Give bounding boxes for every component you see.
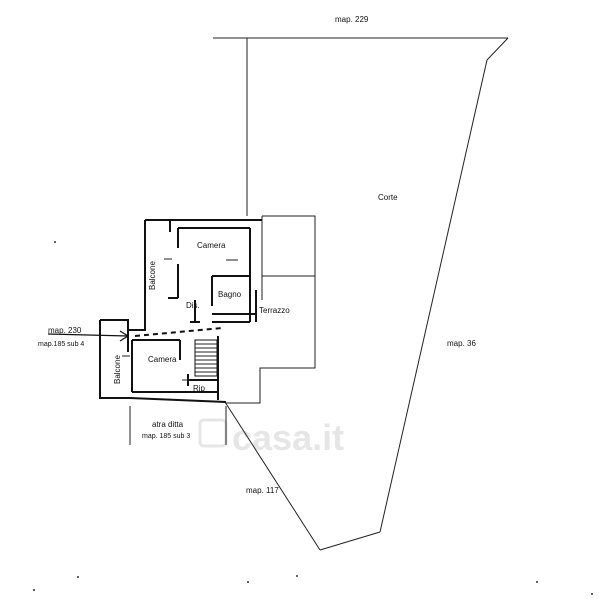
label-bagno: Bagno — [218, 290, 242, 299]
label-terrazzo: Terrazzo — [259, 306, 290, 315]
label-map-230: map. 230 — [48, 326, 82, 335]
label-altra-ditta: atra ditta — [152, 420, 184, 429]
watermark-text: casa.it — [232, 417, 344, 458]
corte-outline — [213, 37, 509, 551]
window-marks — [122, 258, 238, 381]
label-balcone-bottom: Balcone — [113, 355, 122, 384]
staircase — [194, 339, 218, 377]
scan-specks — [33, 241, 593, 595]
label-map-117: map. 117 — [246, 486, 279, 495]
watermark: casa.it — [198, 417, 344, 458]
label-camera-bottom: Camera — [148, 355, 177, 364]
label-dis: Dis. — [186, 301, 200, 310]
terrazzo-area — [226, 215, 316, 404]
label-rip: Rip — [193, 384, 206, 393]
label-corte: Corte — [378, 193, 398, 202]
building-walls — [99, 219, 262, 403]
label-map-185-sub4: map.185 sub 4 — [38, 341, 84, 348]
label-map-36: map. 36 — [447, 339, 476, 348]
map-230-arrow — [47, 330, 130, 342]
label-camera-top: Camera — [197, 241, 226, 250]
label-balcone-top: Balcone — [148, 261, 157, 290]
label-map-185-sub3: map. 185 sub 3 — [142, 433, 190, 440]
boundary-lines — [129, 406, 227, 445]
label-map-229: map. 229 — [335, 15, 369, 24]
